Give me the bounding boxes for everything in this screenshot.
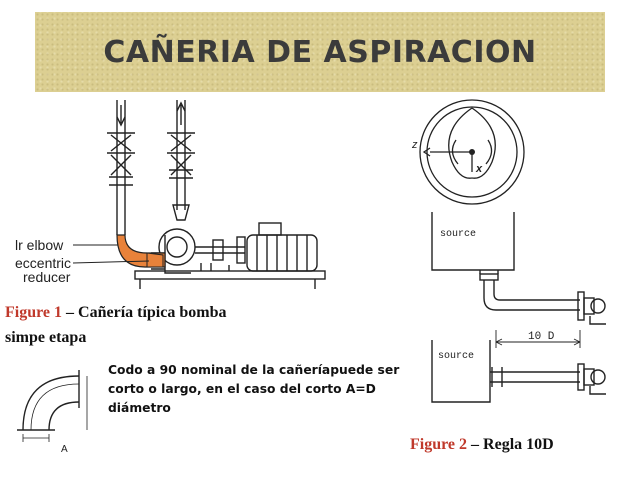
elbow-label: lr elbow: [15, 237, 64, 253]
rule-10d-drawing: source 10 D source: [431, 212, 606, 403]
axis-x-label: x: [475, 163, 483, 175]
figure1-dash: –: [62, 304, 79, 321]
axis-z-label: z: [411, 139, 418, 151]
source-top-label: source: [440, 229, 476, 240]
title-banner: CAÑERIA DE ASPIRACION: [35, 12, 605, 92]
eccentric-label: eccentric: [15, 255, 71, 271]
figure2-caption: Figure 2 – Regla 10D: [410, 436, 554, 454]
elbow-fitting-drawing: A: [17, 370, 88, 455]
dimension-10d: 10 D: [528, 331, 555, 343]
elbow-dimension-a: A: [61, 444, 68, 455]
elbow-note: Codo a 90 nominal de la cañeríapuede ser…: [108, 363, 400, 415]
figure1-label: Figure 1: [5, 304, 63, 321]
reducer-label: reducer: [23, 269, 71, 285]
figure2-dash: –: [467, 436, 484, 453]
figure2-caption-text: Regla 10D: [483, 436, 554, 453]
source-bottom-label: source: [438, 351, 474, 362]
figure1-caption-line1: Cañería típica bomba: [78, 304, 227, 321]
figure1-caption-line2: simpe etapa: [5, 329, 87, 346]
figure2-label: Figure 2: [410, 436, 468, 453]
figure1-caption: Figure 1 – Cañería típica bomba: [5, 304, 226, 322]
pump-cross-section: z x: [411, 99, 525, 205]
pump-piping-drawing: lr elbow eccentric reducer: [15, 100, 326, 289]
page-title: CAÑERIA DE ASPIRACION: [103, 34, 537, 70]
